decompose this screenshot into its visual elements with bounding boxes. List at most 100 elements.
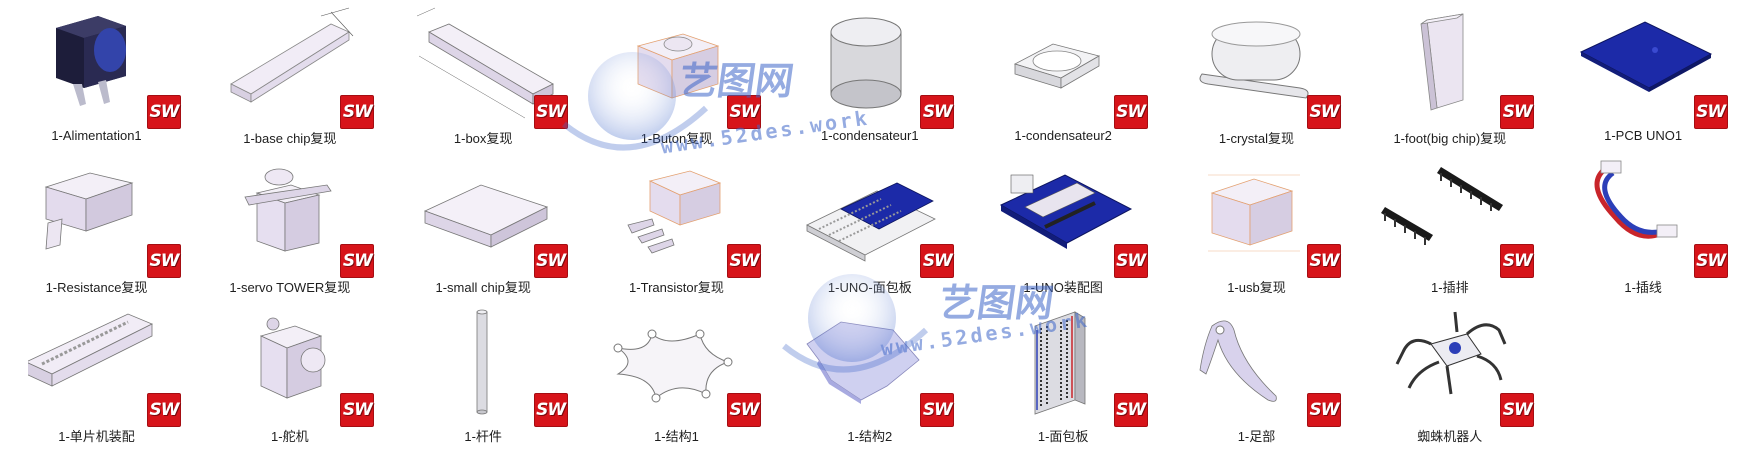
solidworks-badge-icon: SW (1113, 244, 1148, 278)
solidworks-badge-icon: SW (726, 244, 761, 278)
file-label: 1-base chip复现 (243, 131, 337, 146)
file-item[interactable]: SW 1-small chip复现 (387, 149, 580, 298)
file-label: 1-UNO装配图 (1023, 280, 1103, 295)
file-label: 1-结构2 (847, 429, 893, 444)
solidworks-badge-icon: SW (533, 393, 568, 427)
solidworks-badge-icon: SW (147, 95, 181, 129)
foot-part-icon (1188, 304, 1328, 422)
file-label: 1-foot(big chip)复现 (1393, 131, 1507, 146)
file-item[interactable]: SW 1-面包板 (967, 298, 1160, 447)
solidworks-badge-icon: SW (920, 244, 955, 278)
file-item[interactable]: SW 1-舵机 (193, 298, 386, 447)
file-label: 1-crystal复现 (1218, 131, 1295, 146)
pin-header-icon (1381, 155, 1521, 273)
breadboard-icon (995, 304, 1135, 422)
transistor-icon (608, 155, 748, 273)
power-jack-icon (28, 6, 168, 124)
file-label: 1-杆件 (464, 429, 502, 444)
jumper-wire-icon (1575, 155, 1715, 273)
capacitor-icon (801, 6, 941, 124)
base-chip-icon (221, 6, 361, 124)
file-label: 蜘蛛机器人 (1417, 429, 1483, 444)
file-label: 1-condensateur1 (821, 128, 919, 143)
solidworks-badge-icon: SW (533, 244, 568, 278)
file-label: 1-condensateur2 (1014, 128, 1112, 143)
file-label: 1-插排 (1431, 280, 1469, 295)
uno-assembly-icon (995, 155, 1135, 273)
file-item[interactable]: SW 1-足部 (1160, 298, 1353, 447)
file-label: 1-舵机 (271, 429, 309, 444)
file-label: 1-插线 (1624, 280, 1662, 295)
file-item[interactable]: SW 1-crystal复现 (1160, 0, 1353, 149)
solidworks-badge-icon: SW (147, 244, 181, 278)
solidworks-badge-icon: SW (726, 393, 761, 427)
solidworks-badge-icon: SW (340, 393, 375, 427)
file-label: 1-Transistor复现 (629, 280, 724, 295)
file-label: 1-足部 (1237, 429, 1276, 444)
file-label: 1-servo TOWER复现 (229, 280, 351, 295)
file-label: 1-单片机装配 (58, 429, 135, 444)
file-item[interactable]: SW 1-Buton复现 (580, 0, 773, 149)
file-item[interactable]: SW 1-base chip复现 (193, 0, 386, 149)
file-item[interactable]: SW 1-condensateur1 (773, 0, 966, 149)
file-label: 1-结构1 (654, 429, 699, 444)
solidworks-badge-icon: SW (1693, 95, 1728, 129)
solidworks-badge-icon: SW (1113, 95, 1148, 129)
file-item[interactable]: SW 1-结构1 (580, 298, 773, 447)
file-item[interactable]: SW 1-PCB UNO1 (1547, 0, 1740, 149)
file-label: 1-Buton复现 (640, 131, 713, 146)
solidworks-badge-icon: SW (726, 95, 761, 129)
servo-icon (221, 155, 361, 273)
file-item[interactable]: SW 1-condensateur2 (967, 0, 1160, 149)
box-icon (415, 6, 555, 124)
solidworks-badge-icon: SW (1113, 393, 1148, 427)
file-item[interactable]: SW 1-插排 (1353, 149, 1546, 298)
usb-icon (1188, 155, 1328, 273)
uno-breadboard-icon (801, 155, 941, 273)
chip-foot-icon (1381, 6, 1521, 124)
rod-icon (415, 304, 555, 422)
file-item[interactable]: SW 1-结构2 (773, 298, 966, 447)
pcb-icon (1575, 6, 1715, 124)
file-item[interactable]: SW 1-Resistance复现 (0, 149, 193, 298)
file-item[interactable]: SW 1-Transistor复现 (580, 149, 773, 298)
solidworks-badge-icon: SW (147, 393, 181, 427)
file-item[interactable]: SW 蜘蛛机器人 (1353, 298, 1546, 447)
solidworks-badge-icon: SW (920, 393, 955, 427)
file-label: 1-Alimentation1 (51, 128, 142, 143)
solidworks-badge-icon: SW (340, 244, 375, 278)
solidworks-badge-icon: SW (1500, 95, 1535, 129)
file-item[interactable]: SW 1-foot(big chip)复现 (1353, 0, 1546, 149)
solidworks-badge-icon: SW (1500, 244, 1535, 278)
small-chip-icon (415, 155, 555, 273)
file-item[interactable]: SW 1-usb复现 (1160, 149, 1353, 298)
file-label: 1-usb复现 (1227, 280, 1286, 295)
file-item[interactable]: SW 1-插线 (1547, 149, 1740, 298)
file-label: 1-small chip复现 (435, 280, 531, 295)
solidworks-badge-icon: SW (1500, 393, 1535, 427)
capacitor-base-icon (995, 6, 1135, 124)
file-item[interactable]: SW 1-Alimentation1 (0, 0, 193, 149)
file-item[interactable]: SW 1-杆件 (387, 298, 580, 447)
solidworks-badge-icon: SW (533, 95, 568, 129)
solidworks-badge-icon: SW (1306, 95, 1341, 129)
file-label: 1-box复现 (453, 131, 513, 146)
file-label: 1-面包板 (1037, 429, 1089, 444)
file-item[interactable]: SW 1-UNO装配图 (967, 149, 1160, 298)
frame-plate-icon (608, 304, 748, 422)
file-label: 1-PCB UNO1 (1604, 128, 1683, 143)
solidworks-badge-icon: SW (920, 95, 955, 129)
file-item[interactable]: SW 1-UNO-面包板 (773, 149, 966, 298)
solidworks-badge-icon: SW (1693, 244, 1728, 278)
solidworks-badge-icon: SW (340, 95, 375, 129)
file-label: 1-UNO-面包板 (827, 280, 912, 295)
solidworks-badge-icon: SW (1306, 244, 1341, 278)
mcu-assembly-icon (28, 304, 168, 422)
file-item[interactable]: SW 1-box复现 (387, 0, 580, 149)
solidworks-badge-icon: SW (1306, 393, 1341, 427)
crystal-icon (1188, 6, 1328, 124)
file-item[interactable]: SW 1-servo TOWER复现 (193, 149, 386, 298)
resistor-icon (28, 155, 168, 273)
file-item[interactable]: SW 1-单片机装配 (0, 298, 193, 447)
